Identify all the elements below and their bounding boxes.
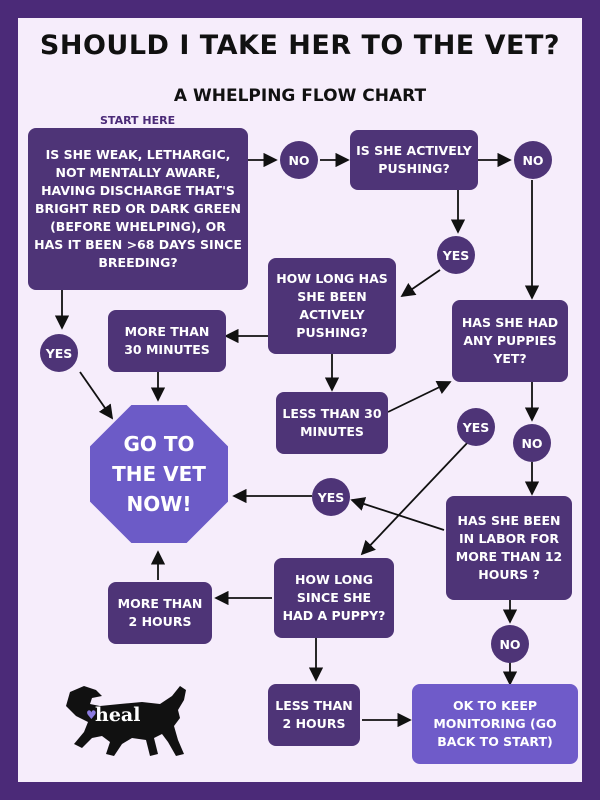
arrow-yes-vet	[79, 371, 114, 420]
go-to-vet-octagon: GO TO THE VET NOW!	[90, 405, 228, 543]
no-circle-1: NO	[280, 141, 318, 179]
no-circle-4: NO	[491, 625, 529, 663]
question-labor-12-hours: HAS SHE BEEN IN LABOR FOR MORE THAN 12 H…	[446, 496, 572, 600]
yes-circle-1: YES	[40, 334, 78, 372]
yes-circle-3: YES	[457, 408, 495, 446]
box-more-than-30-min: MORE THAN 30 MINUTES	[108, 310, 226, 372]
arrow-q4-yes-q6	[360, 439, 471, 556]
question-how-long-pushing: HOW LONG HAS SHE BEEN ACTIVELY PUSHING?	[268, 258, 396, 354]
box-ok-keep-monitoring: OK TO KEEP MONITORING (GO BACK TO START)	[412, 684, 578, 764]
yes-circle-2: YES	[437, 236, 475, 274]
arrow-less30-q4	[387, 381, 452, 413]
arrow-yes-q3	[400, 269, 441, 298]
logo-text: heal	[95, 704, 141, 726]
question-actively-pushing: IS SHE ACTIVELY PUSHING?	[350, 130, 478, 190]
heart-icon: ♥	[86, 708, 97, 722]
yes-circle-4: YES	[312, 478, 350, 516]
dog-silhouette-logo	[66, 686, 186, 756]
box-less-than-2-hours: LESS THAN 2 HOURS	[268, 684, 360, 746]
page-title: SHOULD I TAKE HER TO THE VET?	[39, 30, 561, 61]
start-label: START HERE	[100, 114, 176, 127]
no-circle-2: NO	[514, 141, 552, 179]
no-circle-3: NO	[513, 424, 551, 462]
question-weak-lethargic: IS SHE WEAK, LETHARGIC, NOT MENTALLY AWA…	[28, 128, 248, 290]
box-less-than-30-min: LESS THAN 30 MINUTES	[276, 392, 388, 454]
question-had-puppies: HAS SHE HAD ANY PUPPIES YET?	[452, 300, 568, 382]
arrow-q5-yes	[350, 497, 445, 531]
question-since-puppy: HOW LONG SINCE SHE HAD A PUPPY?	[274, 558, 394, 638]
page-subtitle: A WHELPING FLOW CHART	[173, 86, 427, 106]
box-more-than-2-hours: MORE THAN 2 HOURS	[108, 582, 212, 644]
